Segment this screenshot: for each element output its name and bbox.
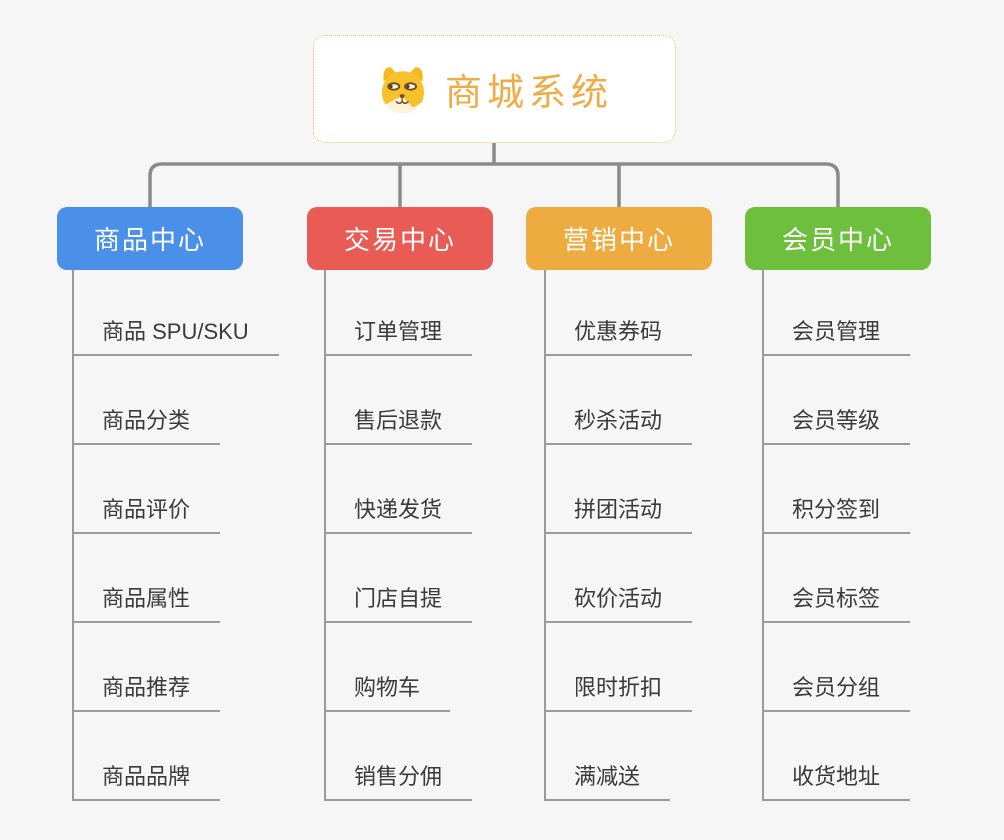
branch-trunk-line bbox=[324, 270, 326, 801]
branch-node-member-center[interactable]: 会员中心 bbox=[745, 207, 931, 270]
leaf-node[interactable]: 砍价活动 bbox=[544, 581, 693, 623]
leaf-node[interactable]: 满减送 bbox=[544, 759, 671, 801]
branch-rail-line bbox=[148, 162, 840, 208]
leaf-node[interactable]: 会员等级 bbox=[762, 403, 911, 445]
leaf-node[interactable]: 拼团活动 bbox=[544, 492, 693, 534]
leaf-node[interactable]: 购物车 bbox=[324, 670, 451, 712]
branch-node-label: 营销中心 bbox=[562, 225, 675, 255]
leaf-node[interactable]: 销售分佣 bbox=[324, 759, 473, 801]
leaf-node[interactable]: 优惠券码 bbox=[544, 314, 693, 356]
branch-node-label: 会员中心 bbox=[781, 225, 894, 255]
branch-node-product-center[interactable]: 商品中心 bbox=[57, 207, 243, 270]
tree-connector-group bbox=[148, 140, 840, 208]
leaf-node[interactable]: 商品 SPU/SKU bbox=[72, 314, 279, 356]
branch-trunk-line bbox=[72, 270, 74, 801]
leaf-node[interactable]: 商品品牌 bbox=[72, 759, 221, 801]
leaf-node[interactable]: 商品属性 bbox=[72, 581, 221, 623]
leaf-node[interactable]: 会员分组 bbox=[762, 670, 911, 712]
leaf-node[interactable]: 会员管理 bbox=[762, 314, 911, 356]
dog-left-ear bbox=[383, 67, 398, 82]
leaf-node[interactable]: 快递发货 bbox=[324, 492, 473, 534]
dog-face-icon bbox=[381, 67, 425, 114]
leaf-node[interactable]: 门店自提 bbox=[324, 581, 473, 623]
branch-node-label: 商品中心 bbox=[93, 225, 206, 255]
leaf-node[interactable]: 商品推荐 bbox=[72, 670, 221, 712]
branch-node-label: 交易中心 bbox=[343, 225, 456, 255]
leaf-node[interactable]: 订单管理 bbox=[324, 314, 473, 356]
leaf-node[interactable]: 售后退款 bbox=[324, 403, 473, 445]
leaf-node[interactable]: 积分签到 bbox=[762, 492, 911, 534]
dog-right-ear bbox=[408, 67, 423, 82]
root-node[interactable]: 商城系统 bbox=[313, 35, 676, 143]
branch-node-trade-center[interactable]: 交易中心 bbox=[307, 207, 493, 270]
branch-trunk-line bbox=[762, 270, 764, 801]
root-node-title: 商城系统 bbox=[445, 72, 613, 113]
leaf-node[interactable]: 商品分类 bbox=[72, 403, 221, 445]
branch-trunk-line bbox=[544, 270, 546, 801]
leaf-node[interactable]: 收货地址 bbox=[762, 759, 911, 801]
leaf-node[interactable]: 秒杀活动 bbox=[544, 403, 693, 445]
leaf-node[interactable]: 商品评价 bbox=[72, 492, 221, 534]
leaf-node[interactable]: 限时折扣 bbox=[544, 670, 693, 712]
branch-node-marketing-center[interactable]: 营销中心 bbox=[526, 207, 712, 270]
leaf-node[interactable]: 会员标签 bbox=[762, 581, 911, 623]
